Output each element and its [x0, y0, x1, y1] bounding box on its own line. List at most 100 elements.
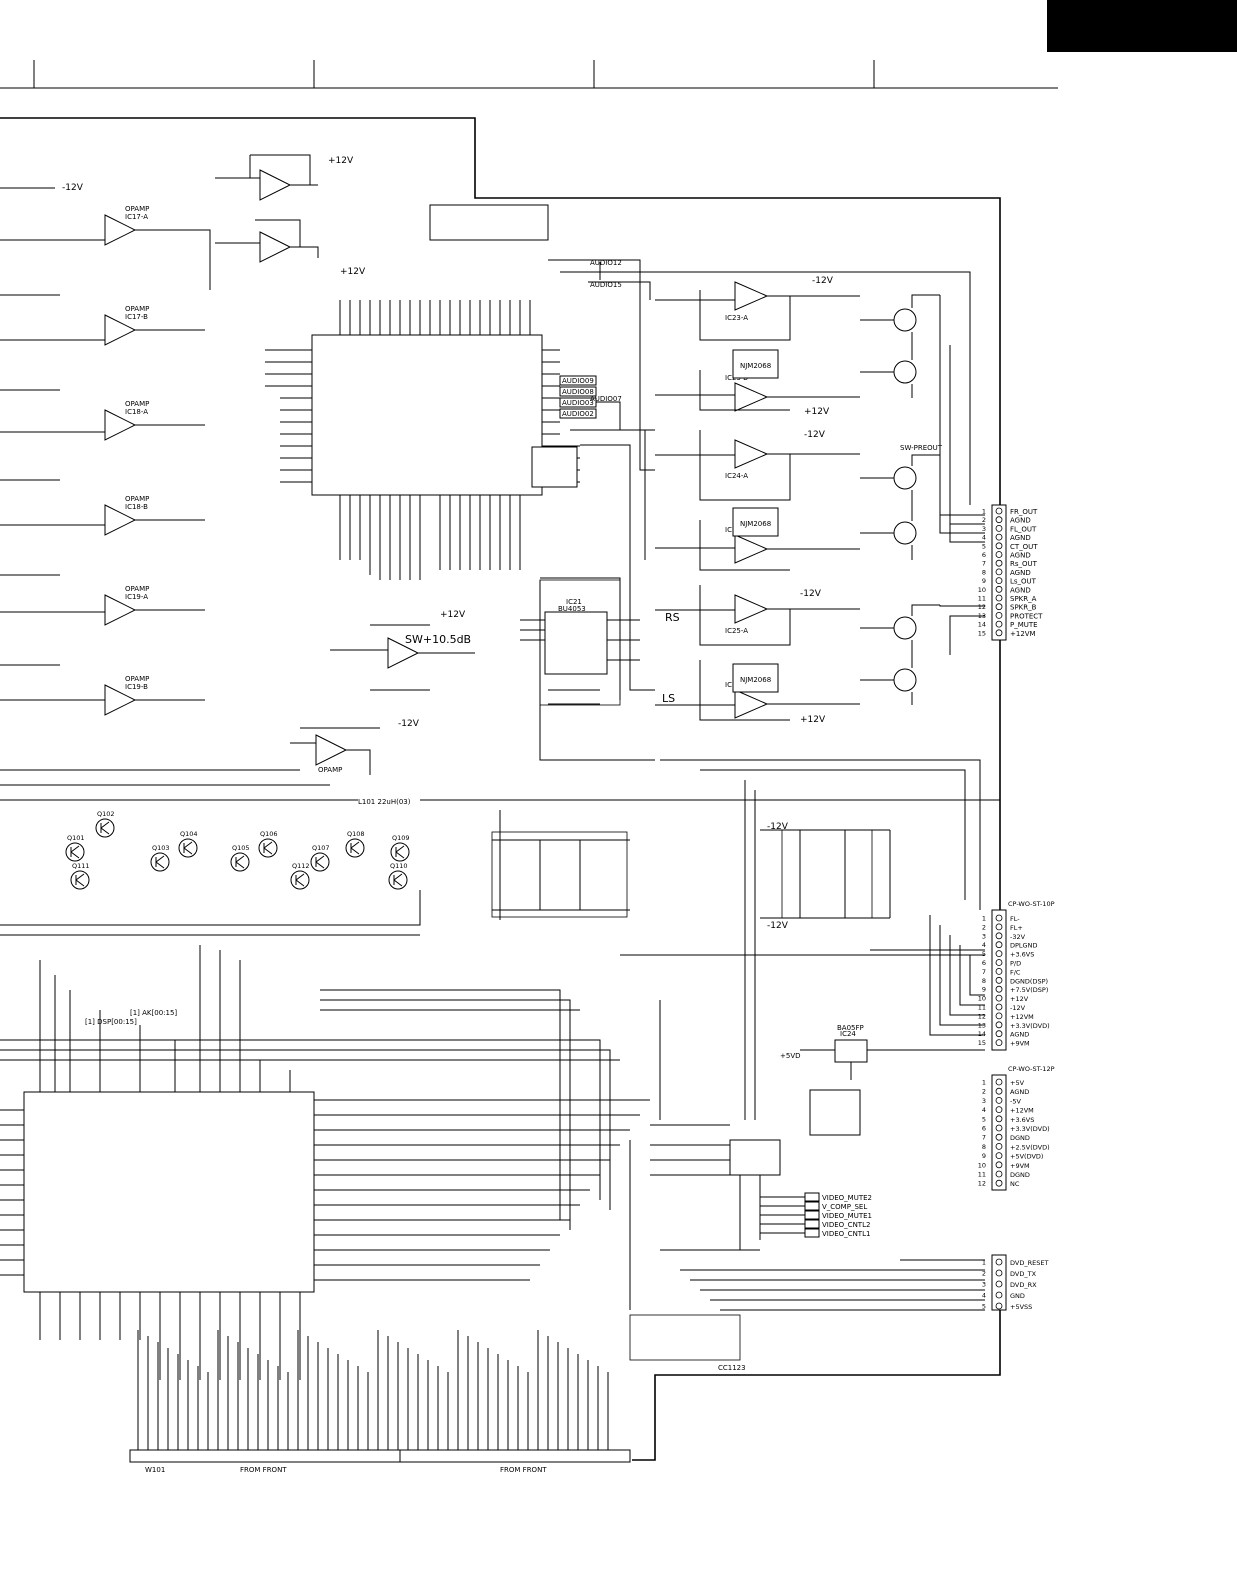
plus-12v-label: +12V: [440, 610, 466, 620]
cc-ref: CC1123: [718, 1364, 746, 1372]
connector-pin: [995, 941, 1003, 949]
transistor-ref: Q111: [72, 862, 90, 870]
plus-12v-label: +12V: [340, 267, 366, 277]
connector-pin: [995, 976, 1003, 984]
connector-pin-label: AGND: [1010, 1031, 1029, 1039]
minus-12v-label: -12V: [800, 589, 822, 599]
pin-number: 5: [982, 542, 986, 550]
pin-number: 11: [978, 595, 986, 603]
power-labels: -12V +12V +12V -12V +12V -12V -12V +12V …: [62, 156, 834, 931]
connector-pin-label: +12VM: [1010, 1013, 1034, 1021]
opamp-label: OPAMP: [318, 766, 342, 774]
connector-pin: [995, 1097, 1003, 1104]
sw-gain-label: SW+10.5dB: [405, 633, 471, 646]
amp-part: NJM2068: [740, 520, 771, 528]
cap-array: [629, 1314, 741, 1361]
audio-net: AUDIO02: [562, 410, 594, 418]
dac-ic-body: [311, 334, 543, 496]
connector-pin: [995, 1039, 1003, 1046]
connector-pin: [995, 533, 1003, 541]
pin-number: 2: [982, 923, 986, 931]
video-signal-label: VIDEO_MUTE2: [822, 1194, 872, 1202]
pin-number: 3: [982, 1097, 986, 1105]
connector-pin-label: FL-: [1010, 915, 1020, 923]
connector-pin-label: +5V(DVD): [1010, 1153, 1043, 1161]
connector-pin-label: AGND: [1010, 1088, 1029, 1096]
connector-pin: [995, 1078, 1003, 1086]
opamp-label: OPAMP: [125, 585, 149, 593]
connector-pin: [995, 585, 1003, 593]
connector-pin: [995, 968, 1003, 975]
pin-number: 11: [978, 1004, 986, 1012]
connector-pin: [995, 1291, 1003, 1299]
connector-pin: [995, 1012, 1003, 1020]
transistor-symbol: [70, 870, 90, 890]
connector-pin-label: AGND: [1010, 552, 1031, 560]
pin-number: 9: [982, 577, 986, 585]
opamp-label: OPAMP: [125, 205, 149, 213]
transistor-symbol: [95, 818, 115, 838]
transistor-ref: Q102: [97, 810, 115, 818]
audio-net: AUDIO08: [562, 388, 594, 396]
bottom-wires: [137, 1330, 609, 1450]
connector-pin: [995, 568, 1003, 576]
connector-pin-label: FL+: [1010, 924, 1023, 932]
ic21-ref: IC21: [566, 598, 582, 606]
opamp-ref: IC19-B: [125, 683, 148, 691]
pin-number: 10: [978, 586, 986, 594]
ic21-switch: IC21 BU4053: [520, 577, 640, 706]
audio-bus-top: [429, 204, 549, 241]
plus-12v-label: +12V: [800, 715, 826, 725]
transistor-ref: Q112: [292, 862, 310, 870]
opamp-symbol: [104, 594, 137, 626]
transistor-symbol: [258, 838, 278, 858]
connector-pin-label: FR_OUT: [1010, 508, 1038, 516]
amp-part: NJM2068: [740, 362, 771, 370]
pin-number: 6: [982, 1125, 986, 1133]
output-transistors: SW-PREOUT: [860, 294, 985, 705]
amp-ref: IC25-A: [725, 627, 748, 635]
opamp-label: OPAMP: [125, 305, 149, 313]
opamp-symbol: [104, 409, 137, 441]
transistor-ref: Q105: [232, 844, 250, 852]
pin-number: 12: [978, 1180, 986, 1188]
bus-label: [1] DSP[00:15]: [85, 1018, 137, 1026]
connector-pin-label: +7.5V(DSP): [1010, 986, 1048, 994]
connector-pin-label: +9VM: [1010, 1162, 1030, 1170]
opamp-ref: IC19-A: [125, 593, 148, 601]
connector-pin: [995, 551, 1003, 558]
connector-pin: [995, 1152, 1003, 1159]
connector-pin-label: -5V: [1010, 1097, 1021, 1105]
connector-pin-label: AGND: [1010, 569, 1031, 577]
transistor-symbol: [178, 838, 198, 858]
pin-number: 7: [982, 560, 986, 568]
connector-pin: [995, 994, 1003, 1002]
connector-pin: [995, 1021, 1003, 1029]
audio-net: AUDIO15: [590, 281, 622, 289]
minus-12v-label: -12V: [767, 921, 789, 931]
connector-name: CP-WO-ST-12P: [1008, 1065, 1055, 1073]
connector-pin-label: +3.3V(DVD): [1010, 1022, 1050, 1030]
connector-pin: [995, 1269, 1003, 1277]
connector-pin-label: +5V: [1010, 1079, 1025, 1087]
connector-pin-label: DGND: [1010, 1171, 1030, 1179]
pin-number: 14: [978, 621, 986, 629]
connector-pin-label: +3.6VS: [1010, 1116, 1034, 1124]
connector-label: W101: [145, 1466, 165, 1474]
connector-pin-label: AGND: [1010, 517, 1031, 525]
pin-number: 1: [982, 915, 986, 923]
transistor-ref: Q109: [392, 834, 410, 842]
connector-pin-label: -12V: [1010, 1004, 1026, 1012]
pin-number: 8: [982, 977, 986, 985]
opamp-symbol: [104, 504, 137, 536]
connector-pin: [995, 1280, 1003, 1288]
opamp-ref: IC17-A: [125, 213, 148, 221]
dsp-ic: [0, 945, 650, 1380]
transistor-ref: Q103: [152, 844, 170, 852]
connector-pin: [995, 594, 1003, 602]
connector-pin: [995, 629, 1003, 637]
